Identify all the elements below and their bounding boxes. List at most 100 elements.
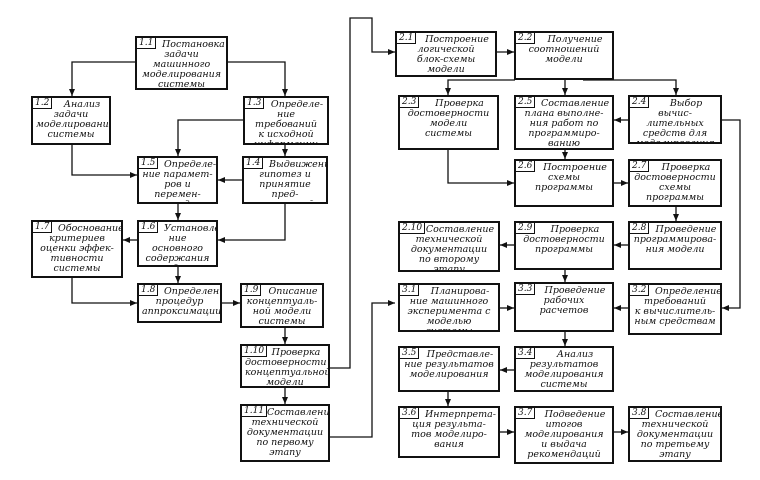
step-1-9-text: Описание концептуаль- ной модели системы [246,286,318,327]
step-2-8-box: 2.8 Проведение программирова- ния модели [628,221,722,270]
step-2-8-text: Проведение программирова- ния модели [633,224,717,255]
step-3-3-id: 3.3 [516,284,536,295]
step-2-10-box: 2.10 Составление технической документаци… [398,221,500,272]
step-2-8-id: 2.8 [630,223,650,234]
step-3-2-box: 3.2 Определение требований к вычислитель… [628,283,722,335]
step-1-3-id: 1.3 [245,98,265,109]
step-3-7-id: 3.7 [516,408,536,419]
step-2-6-id: 2.6 [516,161,536,172]
step-1-9-id: 1.9 [242,285,262,296]
step-1-3-box: 1.3 Определе- ние требований к исходной … [243,96,329,145]
step-1-10-text: Проверка достоверности концептуальной мо… [245,347,330,388]
step-1-7-id: 1.7 [33,222,53,233]
step-2-9-id: 2.9 [516,223,536,234]
step-1-8-box: 1.8 Определение процедур аппроксимации [137,283,222,323]
arrow-1-7-to-1-8 [71,278,137,306]
step-1-5-id: 1.5 [139,158,159,169]
step-2-3-id: 2.3 [400,97,420,108]
step-3-8-id: 3.8 [630,408,650,419]
step-2-4-id: 2.4 [630,97,650,108]
step-2-1-text: Построение логической блок-схемы модели [416,34,489,75]
step-3-5-box: 3.5 Представле- ние результатов моделиро… [398,346,500,392]
step-2-7-box: 2.7 Проверка достоверности схемы програм… [628,159,722,207]
step-1-4-text: Выдвижение гипотез и принятие пред- поло… [256,159,326,203]
step-3-2-id: 3.2 [630,285,650,296]
step-3-1-id: 3.1 [400,285,420,296]
step-3-6-box: 3.6 Интерпрета- ция результа- тов модели… [398,406,500,458]
arrow-1-2-to-1-5 [71,145,137,178]
step-1-8-text: Определение процедур аппроксимации [142,286,222,317]
step-3-1-text: Планирова- ние машинного эксперимента с … [407,286,491,332]
step-1-7-text: Обоснование критериев оценки эффек- тивн… [40,223,123,274]
step-1-7-box: 1.7 Обоснование критериев оценки эффек- … [31,220,123,278]
step-1-9-box: 1.9 Описание концептуаль- ной модели сис… [240,283,324,328]
step-2-1-id: 2.1 [397,33,417,44]
step-1-4-box: 1.4 Выдвижение гипотез и принятие пред- … [242,156,328,204]
arrow-2-4-to-3-2 [722,119,741,311]
step-3-3-box: 3.3 Проведение рабочих расчетов [514,282,614,332]
step-1-1-text: Постановка задачи машинного моделировани… [141,39,225,90]
step-1-11-text: Составление технической документации по … [246,407,330,458]
arrow-2-2-to-2-4 [583,79,679,95]
step-2-4-box: 2.4 Выбор вычис- лительных средств для м… [628,95,722,144]
step-2-4-text: Выбор вычис- лительных средств для модел… [635,98,715,144]
step-2-10-text: Составление технической документации по … [410,224,495,272]
step-2-3-text: Проверка достоверности модели системы [407,98,490,139]
step-2-5-text: Составление плана выполне- ния работ по … [524,98,610,149]
step-1-2-id: 1.2 [33,98,53,109]
step-3-8-box: 3.8 Составление технической документации… [628,406,722,462]
step-2-2-box: 2.2 Получение соотношений модели [514,31,614,80]
step-3-4-text: Анализ результатов моделирования системы [524,349,604,390]
step-1-6-box: 1.6 Установле- ние основного содержания … [137,220,218,267]
step-3-5-id: 3.5 [400,348,420,359]
step-2-7-id: 2.7 [630,161,650,172]
step-3-3-text: Проведение рабочих расчетов [539,285,606,316]
arrow-1-10-to-2-1 [330,17,395,369]
step-2-1-box: 2.1 Построение логической блок-схемы мод… [395,31,497,77]
step-3-4-box: 3.4 Анализ результатов моделирования сис… [514,346,614,392]
step-1-5-box: 1.5 Определе- ние парамет- ров и перемен… [137,156,218,204]
arrow-1-11-to-3-1 [330,300,395,438]
step-3-6-text: Интерпрета- ция результа- тов моделиро- … [411,409,496,450]
step-2-2-text: Получение соотношений модели [528,34,603,65]
step-1-4-id: 1.4 [244,158,264,169]
arrow-2-2-to-2-3 [445,79,515,95]
arrow-1-4-to-1-6 [218,204,286,243]
step-2-6-text: Построение схемы программы [535,162,607,193]
arrow-2-3-to-2-6 [447,150,514,186]
step-2-9-text: Проверка достоверности программы [523,224,605,255]
step-3-1-box: 3.1 Планирова- ние машинного эксперимент… [398,283,500,332]
step-2-5-id: 2.5 [516,97,536,108]
step-1-5-text: Определе- ние парамет- ров и перемен- ны… [142,159,217,203]
step-2-7-text: Проверка достоверности схемы программы [634,162,716,203]
step-2-10-id: 2.10 [400,223,426,234]
step-1-10-id: 1.10 [242,346,268,357]
step-1-2-text: Анализ задачи моделирования системы [36,99,111,140]
step-1-1-id: 1.1 [137,38,157,49]
step-1-6-text: Установле- ние основного содержания моде… [145,223,218,266]
step-3-8-text: Составление технической документации по … [636,409,722,460]
step-1-6-id: 1.6 [139,222,159,233]
step-1-11-id: 1.11 [242,406,268,417]
step-1-2-box: 1.2 Анализ задачи моделирования системы [31,96,111,145]
step-3-4-id: 3.4 [516,348,536,359]
arrow-1-3-to-1-5 [175,119,243,156]
step-1-11-box: 1.11 Составление технической документаци… [240,404,330,462]
step-2-3-box: 2.3 Проверка достоверности модели систем… [398,95,499,150]
step-1-1-box: 1.1 Постановка задачи машинного моделиро… [135,36,228,90]
step-2-6-box: 2.6 Построение схемы программы [514,159,614,207]
step-1-10-box: 1.10 Проверка достоверности концептуальн… [240,344,330,388]
step-2-5-box: 2.5 Составление плана выполне- ния работ… [514,95,614,150]
arrow-1-1-to-1-3 [228,61,288,96]
step-3-6-id: 3.6 [400,408,420,419]
step-3-7-box: 3.7 Подведение итогов моделирования и вы… [514,406,614,464]
step-2-2-id: 2.2 [516,33,536,44]
step-3-2-text: Определение требований к вычислитель- ны… [634,286,722,327]
step-3-5-text: Представле- ние результатов моделировани… [404,349,494,380]
step-1-8-id: 1.8 [139,285,159,296]
step-2-9-box: 2.9 Проверка достоверности программы [514,221,614,270]
step-1-3-text: Определе- ние требований к исходной инфо… [253,99,324,145]
arrow-1-1-to-1-2 [69,61,135,96]
